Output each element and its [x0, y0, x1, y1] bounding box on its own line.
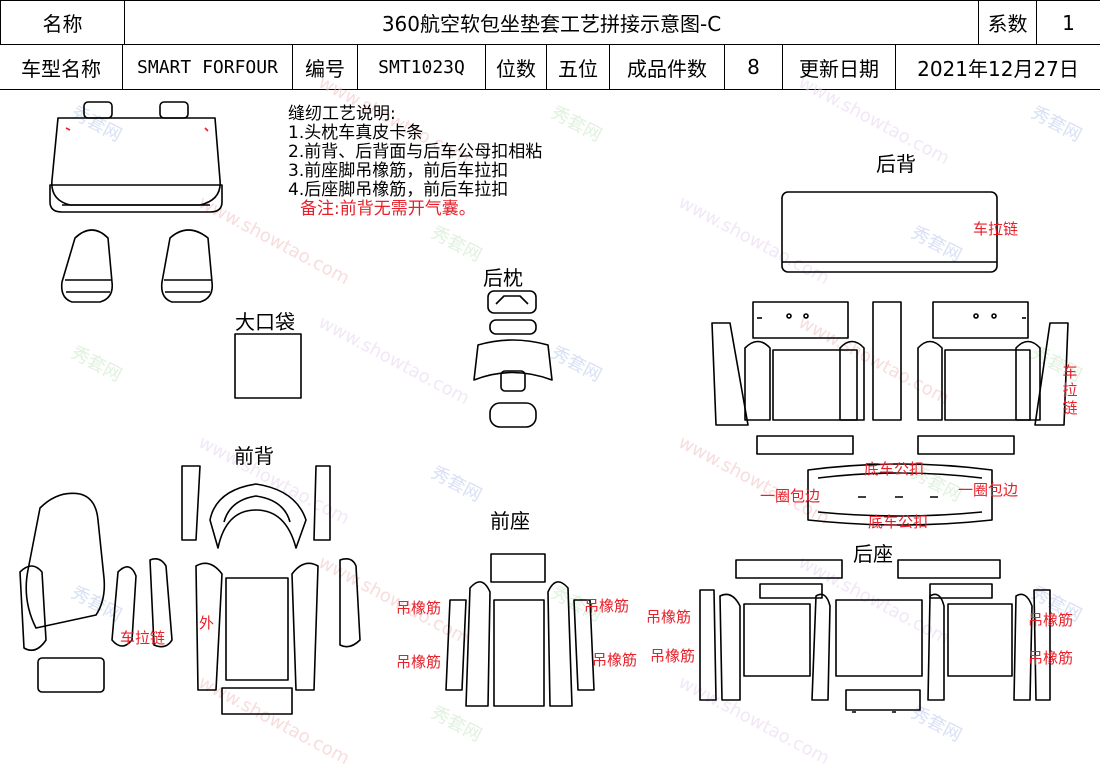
elastic-label: 吊橡筋	[584, 597, 630, 615]
sewing-notes: 缝纫工艺说明: 1.头枕车真皮卡条 2.前背、后背面与后车公母扣相粘 3.前座脚…	[288, 105, 542, 219]
update-value: 2021年12月27日	[917, 56, 1079, 81]
code-value: SMT1023Q	[358, 45, 486, 89]
piping-label: 一圈包边	[760, 487, 821, 505]
rear-bench-overview	[49, 101, 223, 213]
zipper-vertical-label: 车 拉 链	[1062, 363, 1078, 417]
elastic-label: 吊橡筋	[650, 647, 696, 665]
page-title: 360航空软包坐垫套工艺拼接示意图-C	[125, 1, 979, 44]
pattern-diagram	[19, 101, 1069, 715]
section-rear-headrest: 后枕	[483, 266, 523, 290]
note-item: 1.头枕车真皮卡条	[288, 123, 424, 143]
rear-seat-pieces	[699, 559, 1051, 713]
elastic-label: 吊橡筋	[396, 599, 442, 617]
coef-value: 1	[1062, 10, 1075, 35]
header-row-1: 名称 360航空软包坐垫套工艺拼接示意图-C 系数 1	[0, 0, 1100, 45]
pieces-value: 8	[725, 45, 783, 89]
rear-back-pieces	[711, 191, 1069, 526]
notes-title: 缝纫工艺说明:	[288, 104, 396, 124]
header-table: 名称 360航空软包坐垫套工艺拼接示意图-C 系数 1 车型名称 SMART F…	[0, 0, 1100, 90]
code-label: 编号	[293, 45, 358, 89]
name-label: 名称	[0, 1, 125, 44]
piping-label: 一圈包边	[958, 481, 1019, 499]
coef-label: 系数	[979, 1, 1037, 44]
section-front-back: 前背	[234, 444, 274, 468]
note-item: 4.后座脚吊橡筋，前后车拉扣	[288, 180, 509, 200]
front-back-pieces	[19, 465, 361, 715]
model-value: SMART FORFOUR	[123, 45, 293, 89]
front-back-zipper-label: 车拉链	[120, 629, 166, 647]
bottom-snap-label: 底车公扣	[868, 513, 929, 531]
elastic-label: 吊橡筋	[1028, 611, 1074, 629]
big-pocket-piece	[234, 333, 302, 399]
zipper-label: 车拉链	[973, 220, 1019, 238]
note-item: 2.前背、后背面与后车公母扣相粘	[288, 142, 543, 162]
elastic-label: 吊橡筋	[396, 653, 442, 671]
section-rear-seat: 后座	[853, 542, 893, 566]
model-label: 车型名称	[0, 45, 123, 89]
note-item: 3.前座脚吊橡筋，前后车拉扣	[288, 161, 509, 181]
elastic-label: 吊橡筋	[646, 608, 692, 626]
section-front-seat: 前座	[490, 509, 530, 533]
section-rear-back: 后背	[876, 152, 916, 176]
seats-label: 位数	[486, 45, 547, 89]
notes-remark: 备注:前背无需开气囊。	[300, 199, 476, 219]
front-seat-pieces	[445, 553, 595, 707]
update-label: 更新日期	[783, 45, 896, 89]
outer-label: 外	[199, 614, 215, 632]
section-big-pocket: 大口袋	[235, 310, 295, 334]
front-seat-overview	[60, 229, 214, 303]
header-row-2: 车型名称 SMART FORFOUR 编号 SMT1023Q 位数 五位 成品件…	[0, 45, 1100, 90]
bottom-snap-label: 底车公扣	[864, 460, 925, 478]
elastic-label: 吊橡筋	[1028, 649, 1074, 667]
seats-value: 五位	[547, 45, 610, 89]
elastic-label: 吊橡筋	[592, 651, 638, 669]
rear-headrest-pieces	[473, 290, 553, 428]
pieces-label: 成品件数	[610, 45, 725, 89]
